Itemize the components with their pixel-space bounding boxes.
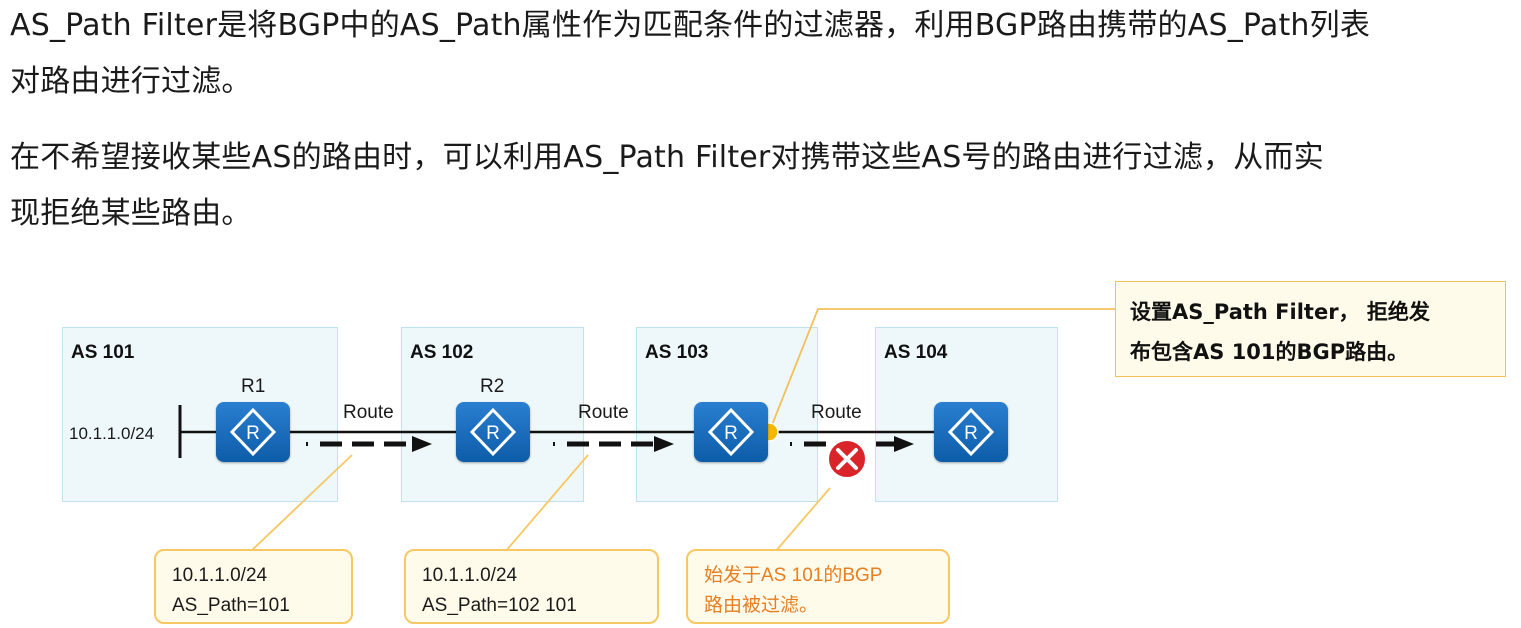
route-arrow-1 <box>306 436 432 452</box>
as-label-101: AS 101 <box>71 342 135 363</box>
callout-filter-config: 设置AS_Path Filter， 拒绝发 布包含AS 101的BGP路由。 <box>1115 281 1506 377</box>
callout-filter-config-line-1: 设置AS_Path Filter， 拒绝发 <box>1130 300 1430 324</box>
as-label-102: AS 102 <box>410 342 474 363</box>
callout-filtered-line-1: 始发于AS 101的BGP <box>704 565 883 586</box>
callout-r1-prefix: 10.1.1.0/24 <box>172 565 268 586</box>
router-icon: R <box>229 407 277 457</box>
router-icon: R <box>947 407 995 457</box>
route-arrow-2 <box>553 436 674 452</box>
route-label-3: Route <box>811 402 862 423</box>
paragraph-usage: 在不希望接收某些AS的路由时，可以利用AS_Path Filter对携带这些AS… <box>10 130 1515 242</box>
router-icon: R <box>469 407 517 457</box>
callout-r2-aspath: AS_Path=102 101 <box>422 595 577 616</box>
route-label-2: Route <box>578 402 629 423</box>
as-label-104: AS 104 <box>884 342 948 363</box>
paragraph-usage-line-2: 现拒绝某些路由。 <box>10 196 252 231</box>
leader-callout-2 <box>504 454 589 553</box>
prefix-label: 10.1.1.0/24 <box>69 424 155 443</box>
leader-callout-1 <box>249 454 353 553</box>
router-glyph: R <box>486 423 500 444</box>
router-name-r2: R2 <box>480 376 505 397</box>
callout-r1-route: 10.1.1.0/24 AS_Path=101 <box>154 549 353 624</box>
callout-filter-config-line-2: 布包含AS 101的BGP路由。 <box>1130 340 1409 364</box>
paragraph-intro-line-1: AS_Path Filter是将BGP中的AS_Path属性作为匹配条件的过滤器… <box>10 8 1371 43</box>
deny-x-icon <box>827 439 867 479</box>
paragraph-intro: AS_Path Filter是将BGP中的AS_Path属性作为匹配条件的过滤器… <box>10 0 1515 110</box>
callout-filtered: 始发于AS 101的BGP 路由被过滤。 <box>686 549 950 624</box>
paragraph-usage-line-1: 在不希望接收某些AS的路由时，可以利用AS_Path Filter对携带这些AS… <box>10 140 1324 175</box>
leader-callout-3 <box>774 487 831 553</box>
router-r3: R <box>694 402 768 462</box>
callout-r1-aspath: AS_Path=101 <box>172 595 290 616</box>
leader-callout-4 <box>769 308 1116 431</box>
router-glyph: R <box>964 423 978 444</box>
route-label-1: Route <box>343 402 394 423</box>
as-label-103: AS 103 <box>645 342 709 363</box>
router-name-r1: R1 <box>241 376 266 397</box>
router-r1: R <box>216 402 290 462</box>
router-r2: R <box>456 402 530 462</box>
paragraph-intro-line-2: 对路由进行过滤。 <box>10 64 252 99</box>
callout-r2-prefix: 10.1.1.0/24 <box>422 565 518 586</box>
callout-r2-route: 10.1.1.0/24 AS_Path=102 101 <box>404 549 659 624</box>
router-glyph: R <box>246 423 260 444</box>
route-arrow-3 <box>790 436 914 452</box>
callout-filtered-line-2: 路由被过滤。 <box>704 595 819 616</box>
router-glyph: R <box>724 423 738 444</box>
router-icon: R <box>707 407 755 457</box>
router-r4: R <box>934 402 1008 462</box>
as-box-101: AS 101 <box>62 327 338 502</box>
